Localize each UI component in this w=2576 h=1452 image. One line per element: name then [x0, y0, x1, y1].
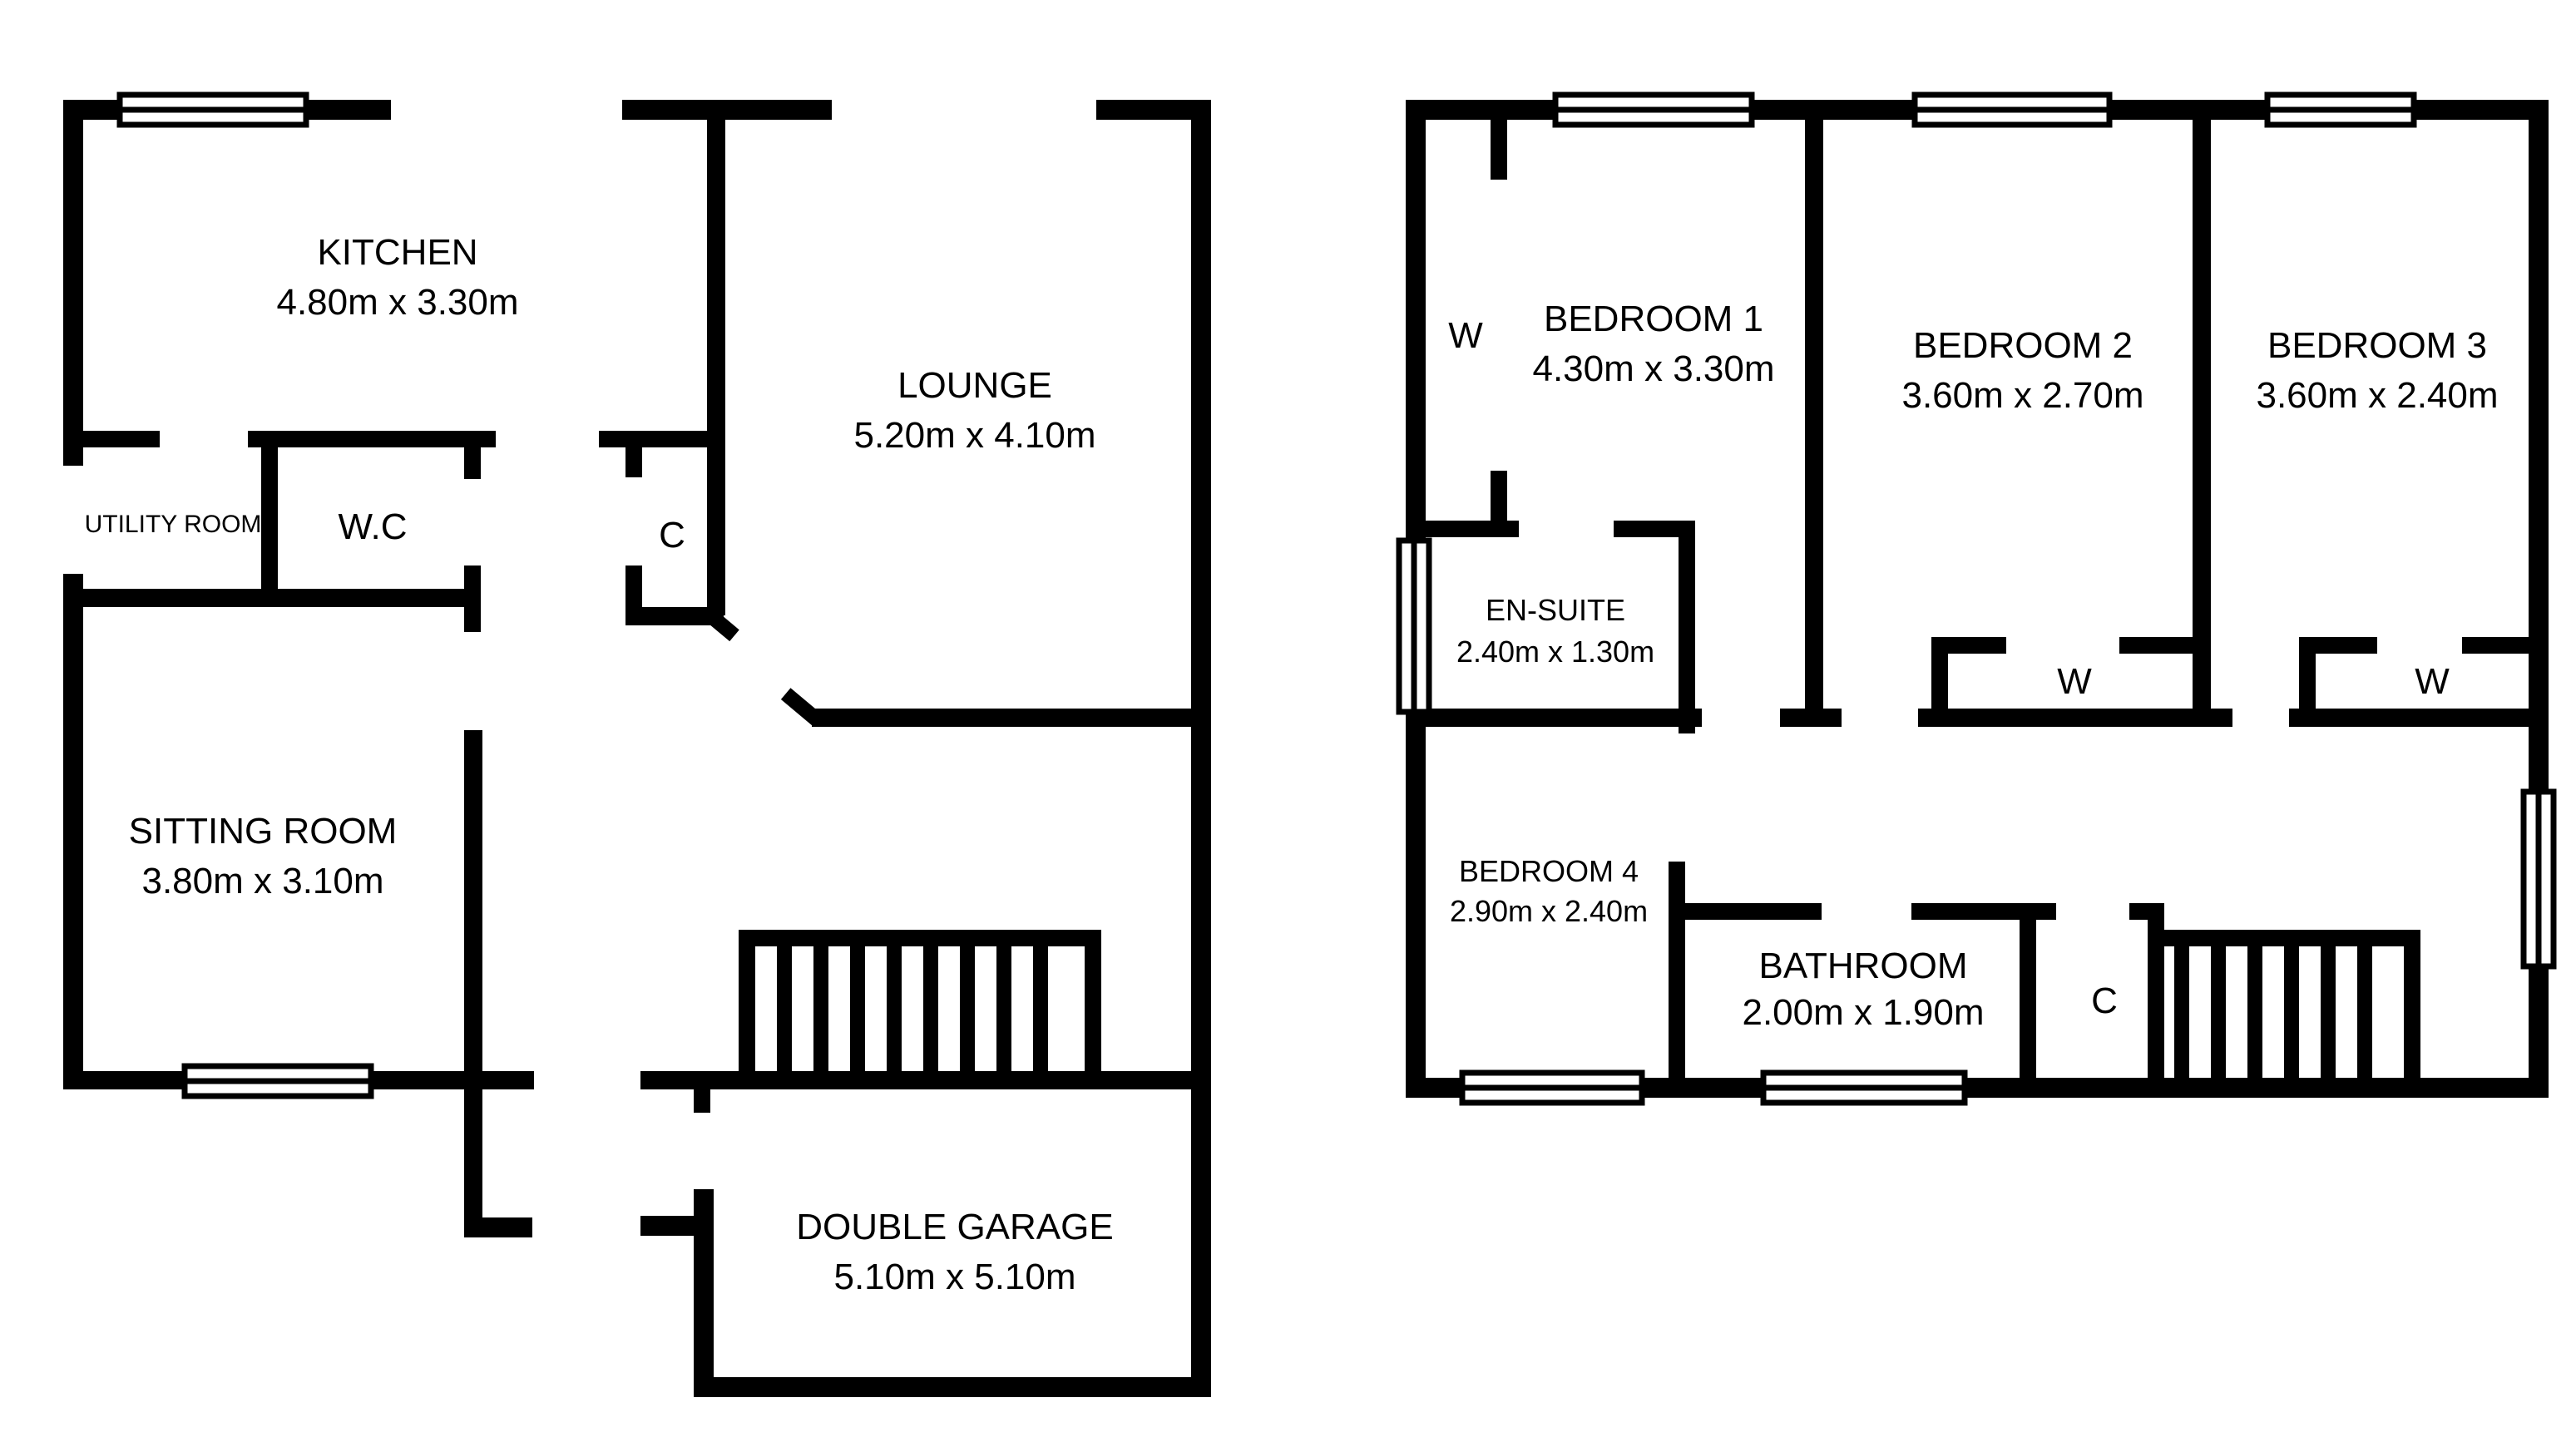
wall: [1426, 521, 1519, 537]
wall: [780, 688, 823, 727]
sitting-room-name: SITTING ROOM: [129, 811, 398, 852]
room-labels: KITCHEN 4.80m x 3.30m LOUNGE 5.20m x 4.1…: [85, 232, 2499, 1297]
sitting-room-size: 3.80m x 3.10m: [141, 861, 383, 901]
wall: [812, 709, 1211, 727]
stair-tread: [996, 930, 1011, 1079]
wall: [625, 447, 642, 477]
bedroom4-size: 2.90m x 2.40m: [1450, 894, 1648, 928]
wall: [1931, 637, 1948, 719]
bedroom3-name: BEDROOM 3: [2267, 325, 2487, 366]
wall: [1614, 521, 1695, 537]
wall: [694, 1189, 714, 1397]
wall: [1669, 862, 1685, 1086]
utility-room-name: UTILITY ROOM: [85, 511, 262, 538]
wall: [2299, 637, 2316, 719]
wc-name: W.C: [338, 506, 407, 547]
wall: [1491, 471, 1507, 529]
wall: [63, 574, 83, 1089]
wall: [464, 565, 481, 632]
ground-floor: [63, 100, 1211, 1397]
bathroom-size: 2.00m x 1.90m: [1742, 992, 1984, 1033]
stair-tread: [1033, 930, 1048, 1079]
wall: [1918, 709, 2232, 727]
stair-tread: [2211, 930, 2226, 1079]
stair-tread: [813, 930, 828, 1079]
stair-tread: [960, 930, 975, 1079]
ensuite-name: EN-SUITE: [1486, 593, 1625, 627]
cupboard-first-name: C: [2091, 980, 2118, 1021]
wall: [622, 100, 832, 120]
first-windows: [1396, 91, 2557, 1106]
bedroom4-name: BEDROOM 4: [1459, 854, 1639, 888]
bathroom-name: BATHROOM: [1759, 946, 1968, 986]
stair-tread: [2284, 930, 2299, 1079]
garage-size: 5.10m x 5.10m: [833, 1257, 1075, 1297]
ensuite-size: 2.40m x 1.30m: [1456, 635, 1654, 669]
garage-name: DOUBLE GARAGE: [796, 1207, 1113, 1247]
wall: [2119, 637, 2211, 654]
wall: [83, 589, 481, 607]
cupboard-name: C: [659, 515, 685, 556]
stair-tread: [2357, 930, 2372, 1079]
wall: [1491, 120, 1507, 180]
stair-tread: [887, 930, 902, 1079]
wall: [1679, 521, 1695, 733]
wall: [1931, 637, 2006, 654]
stair-tread: [777, 930, 792, 1079]
stair-tread: [1085, 930, 1101, 1079]
stair-tread: [2247, 930, 2262, 1079]
wall: [464, 431, 481, 479]
lounge-name: LOUNGE: [897, 365, 1052, 406]
kitchen-name: KITCHEN: [317, 232, 477, 273]
wall: [1685, 903, 1822, 920]
bedroom3-size: 3.60m x 2.40m: [2256, 375, 2498, 416]
wall: [248, 431, 496, 447]
bedroom3-wardrobe: W: [2415, 661, 2450, 702]
bedroom2-wardrobe: W: [2057, 661, 2092, 702]
wall: [2193, 120, 2211, 727]
bedroom2-size: 3.60m x 2.70m: [1901, 375, 2143, 416]
wall: [2289, 709, 2532, 727]
wall: [707, 100, 725, 615]
stair-tread: [923, 930, 938, 1079]
wall: [1805, 120, 1823, 727]
stair-tread: [2404, 930, 2420, 1079]
bedroom2-name: BEDROOM 2: [1913, 325, 2133, 366]
wall: [2148, 903, 2164, 1086]
wall: [1191, 100, 1211, 1397]
wall: [2462, 637, 2532, 654]
stair-tread: [739, 930, 755, 1079]
wall: [1426, 709, 1702, 727]
wall: [694, 1377, 1211, 1397]
stair-tread: [2174, 930, 2189, 1079]
wall: [2020, 903, 2036, 1086]
wall: [63, 100, 83, 466]
wall: [261, 431, 278, 597]
wall: [1780, 709, 1842, 727]
bedroom1-wardrobe: W: [1448, 315, 1483, 356]
wall: [625, 607, 724, 625]
wall: [599, 431, 709, 447]
wall: [464, 1217, 532, 1237]
wall: [704, 608, 739, 642]
wall: [83, 431, 160, 447]
stair-tread: [850, 930, 865, 1079]
kitchen-size: 4.80m x 3.30m: [276, 282, 518, 323]
wall: [464, 730, 482, 1237]
bedroom1-size: 4.30m x 3.30m: [1532, 348, 1774, 389]
wall: [2299, 637, 2377, 654]
wall: [694, 1071, 710, 1113]
stair-tread: [2321, 930, 2336, 1079]
bedroom1-name: BEDROOM 1: [1544, 299, 1763, 339]
ground-windows: [116, 91, 374, 1099]
lounge-size: 5.20m x 4.10m: [853, 415, 1095, 456]
